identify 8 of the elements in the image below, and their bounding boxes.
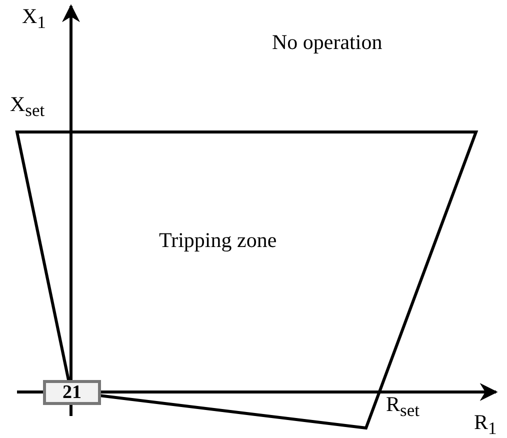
relay-box: 21	[43, 380, 101, 405]
tripping-zone	[17, 132, 476, 430]
axis-label: R$_{1}$	[474, 412, 497, 438]
setting-label: X$_{set}$	[10, 94, 45, 120]
setting-label: R$_{set}$	[386, 394, 420, 420]
zone-label: Tripping zone	[159, 230, 277, 251]
axis-label: X$_{1}$	[22, 6, 46, 32]
region-label: No operation	[272, 32, 382, 53]
